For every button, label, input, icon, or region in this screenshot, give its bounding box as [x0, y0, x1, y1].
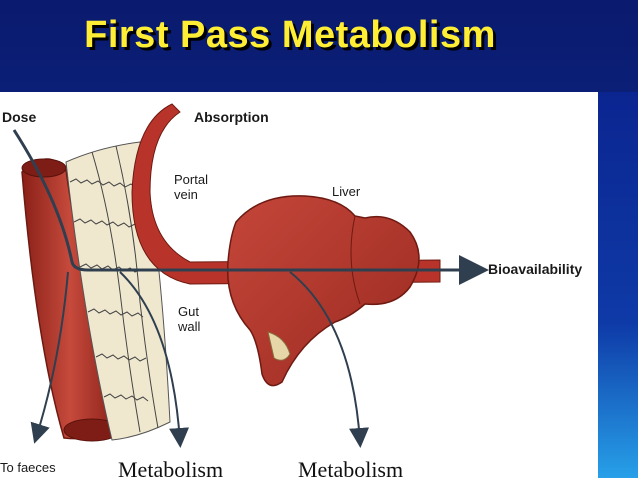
label-gut-wall: Gut wall [178, 304, 201, 334]
label-to-faeces: To faeces [0, 460, 56, 475]
label-liver: Liver [332, 184, 361, 199]
label-absorption: Absorption [194, 109, 269, 125]
label-metabolism-gut: Metabolism [118, 457, 224, 478]
liver-lobe-line [350, 215, 361, 305]
gallbladder [267, 331, 291, 361]
label-dose: Dose [2, 109, 37, 125]
label-bioavailability: Bioavailability [488, 261, 583, 277]
first-pass-diagram [12, 103, 489, 448]
label-metabolism-liver: Metabolism [298, 457, 404, 478]
liver [226, 195, 420, 387]
intestine-top-opening [21, 158, 67, 178]
dose-arrow [12, 129, 489, 285]
faeces-arrow [30, 271, 69, 444]
diagram-panel: Dose Absorption Portal vein Liver Bioava… [0, 92, 598, 478]
liver-metabolism-arrow [289, 271, 370, 448]
slide-title: First Pass Metabolism [84, 14, 496, 56]
label-portal-vein: Portal vein [174, 172, 208, 202]
gut-metabolism-arrow [119, 271, 190, 448]
slide-side-strip [598, 92, 638, 478]
